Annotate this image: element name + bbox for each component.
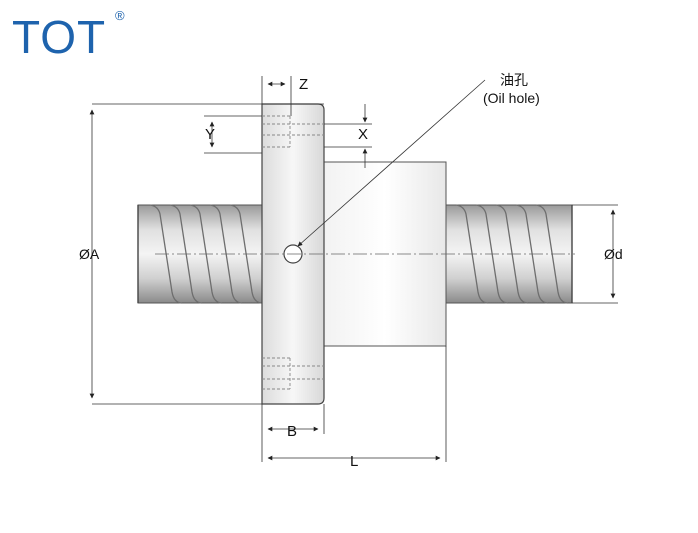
logo-text: TOT (12, 11, 107, 63)
bolt-hole-top (262, 115, 324, 148)
label-l: L (350, 453, 358, 470)
dimension-l (267, 346, 447, 462)
label-y: Y (205, 126, 215, 143)
dimension-y (204, 115, 262, 154)
label-dia-a: ØA (79, 246, 100, 262)
label-b: B (287, 423, 297, 440)
dimension-dia-a (89, 103, 324, 405)
oil-hole-leader (297, 79, 486, 247)
label-z: Z (299, 76, 308, 93)
registered-mark: ® (115, 8, 125, 23)
label-dia-d: Ød (604, 246, 623, 262)
brand-logo: TOT ® (12, 8, 125, 63)
dimension-x (324, 104, 372, 168)
dimension-dia-d (572, 204, 618, 304)
label-oil-hole-cn: 油孔 (500, 72, 528, 88)
dimension-b (261, 404, 325, 462)
dimension-z (261, 76, 292, 116)
label-oil-hole-en: (Oil hole) (483, 90, 540, 106)
bolt-hole-bottom (262, 357, 324, 390)
label-x: X (358, 126, 368, 143)
